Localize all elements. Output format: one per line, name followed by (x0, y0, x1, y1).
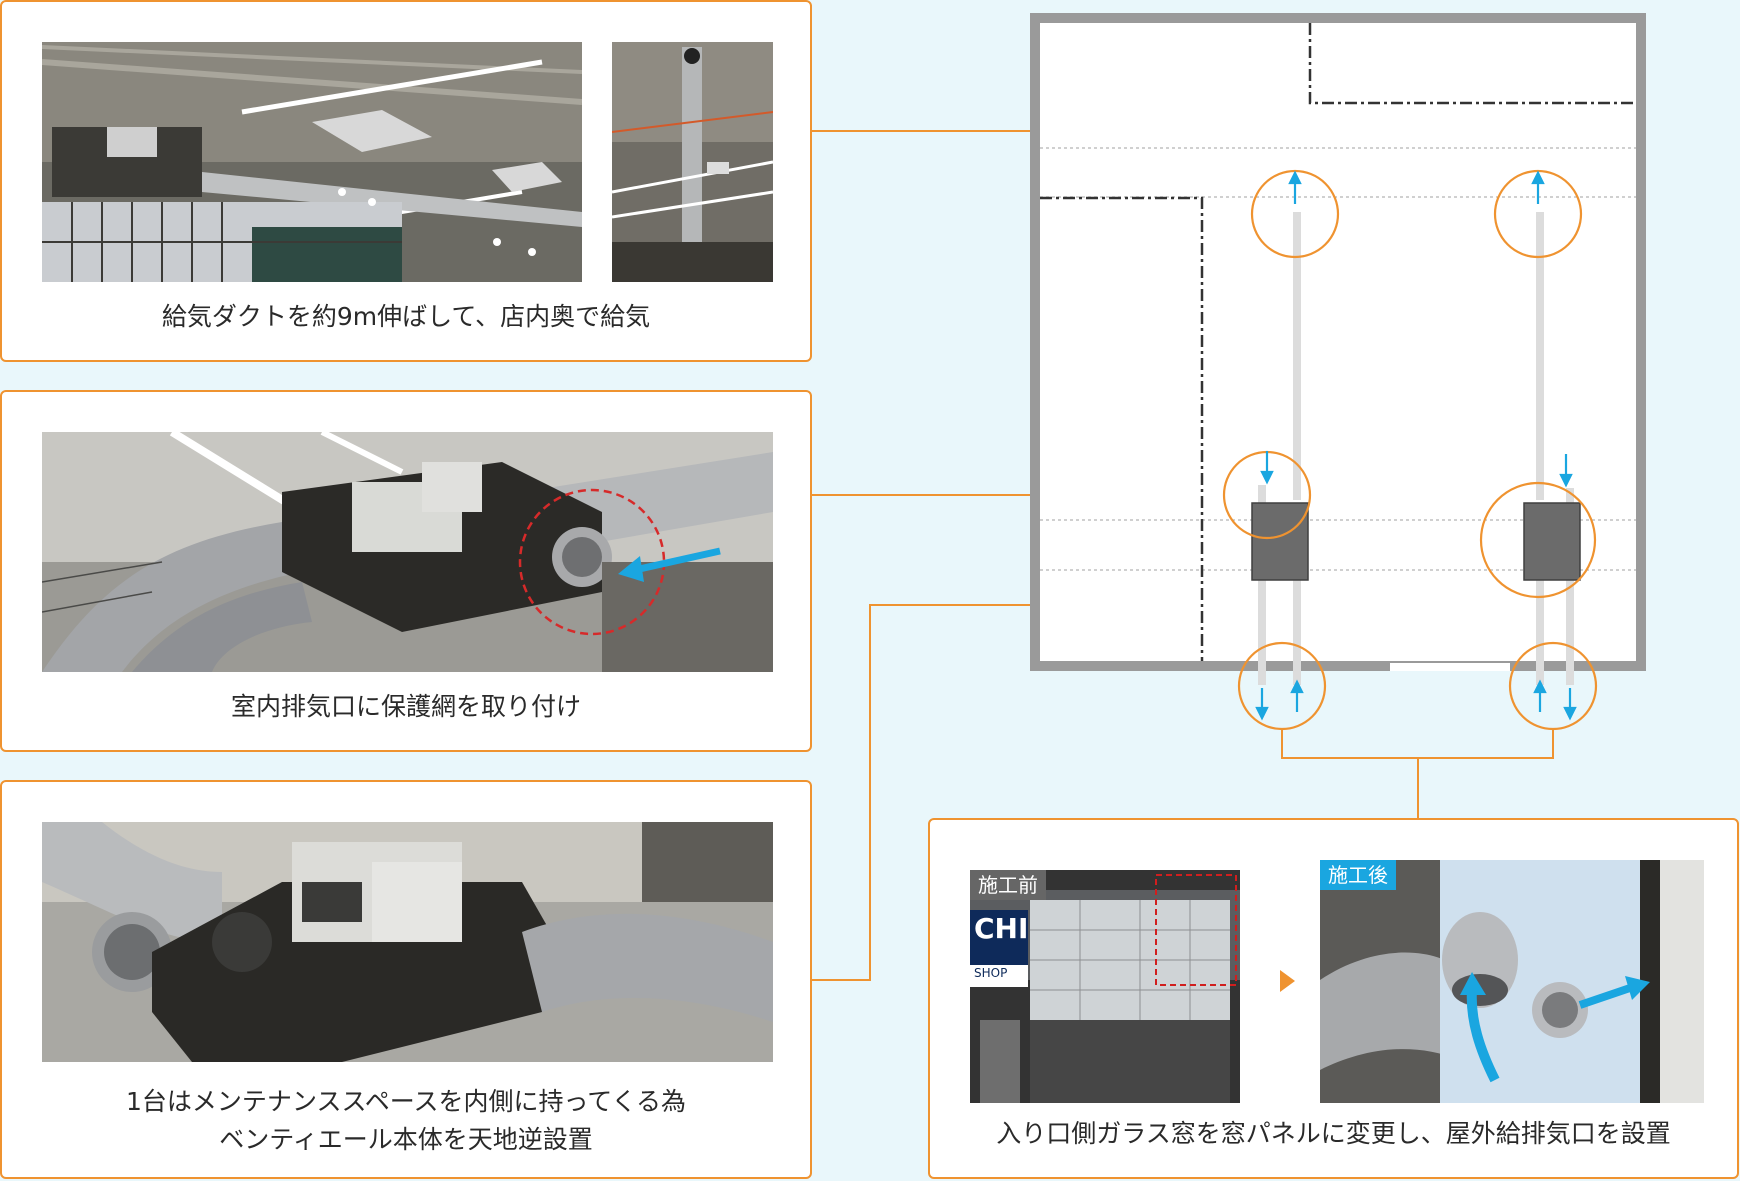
transition-arrow-icon (1280, 970, 1295, 992)
ventilation-units (1251, 502, 1581, 581)
panel-unit-inverted: 1台はメンテナンススペースを内側に持ってくる為 ベンティエール本体を天地逆設置 (0, 780, 812, 1179)
after-badge: 施工後 (1320, 860, 1396, 890)
panel-window-panel: 施工前 CHI SHOP 施工後 (928, 818, 1739, 1179)
panel-indoor-exhaust: 室内排気口に保護網を取り付け (0, 390, 812, 752)
supply-duct-caption: 給気ダクトを約9m伸ばして、店内奥で給気 (161, 302, 651, 331)
before-badge: 施工前 (970, 870, 1046, 900)
photo-inverted-unit (42, 822, 773, 1062)
floor-plan-room (1030, 13, 1646, 671)
photo-ceiling-duct-narrow (612, 42, 773, 282)
unit-inverted-caption-line2: ベンティエール本体を天地逆設置 (219, 1125, 593, 1154)
ducts (1258, 212, 1574, 685)
photo-exhaust-with-mesh (42, 432, 773, 672)
window-panel-caption: 入り口側ガラス窓を窓パネルに変更し、屋外給排気口を設置 (996, 1119, 1671, 1148)
unit-inverted-caption-line1: 1台はメンテナンススペースを内側に持ってくる為 (126, 1087, 686, 1116)
shop-sign-main: CHI (974, 912, 1029, 945)
photo-ceiling-duct-wide (42, 42, 582, 282)
airflow-arrows (1255, 170, 1577, 721)
photo-before: 施工前 CHI SHOP (970, 870, 1240, 1103)
indoor-exhaust-caption: 室内排気口に保護網を取り付け (230, 692, 581, 721)
shop-sign-sub: SHOP (974, 966, 1008, 980)
photo-after: 施工後 (1320, 860, 1704, 1103)
focus-circles (1222, 169, 1598, 731)
panel-supply-duct: 給気ダクトを約9m伸ばして、店内奥で給気 (0, 0, 812, 362)
